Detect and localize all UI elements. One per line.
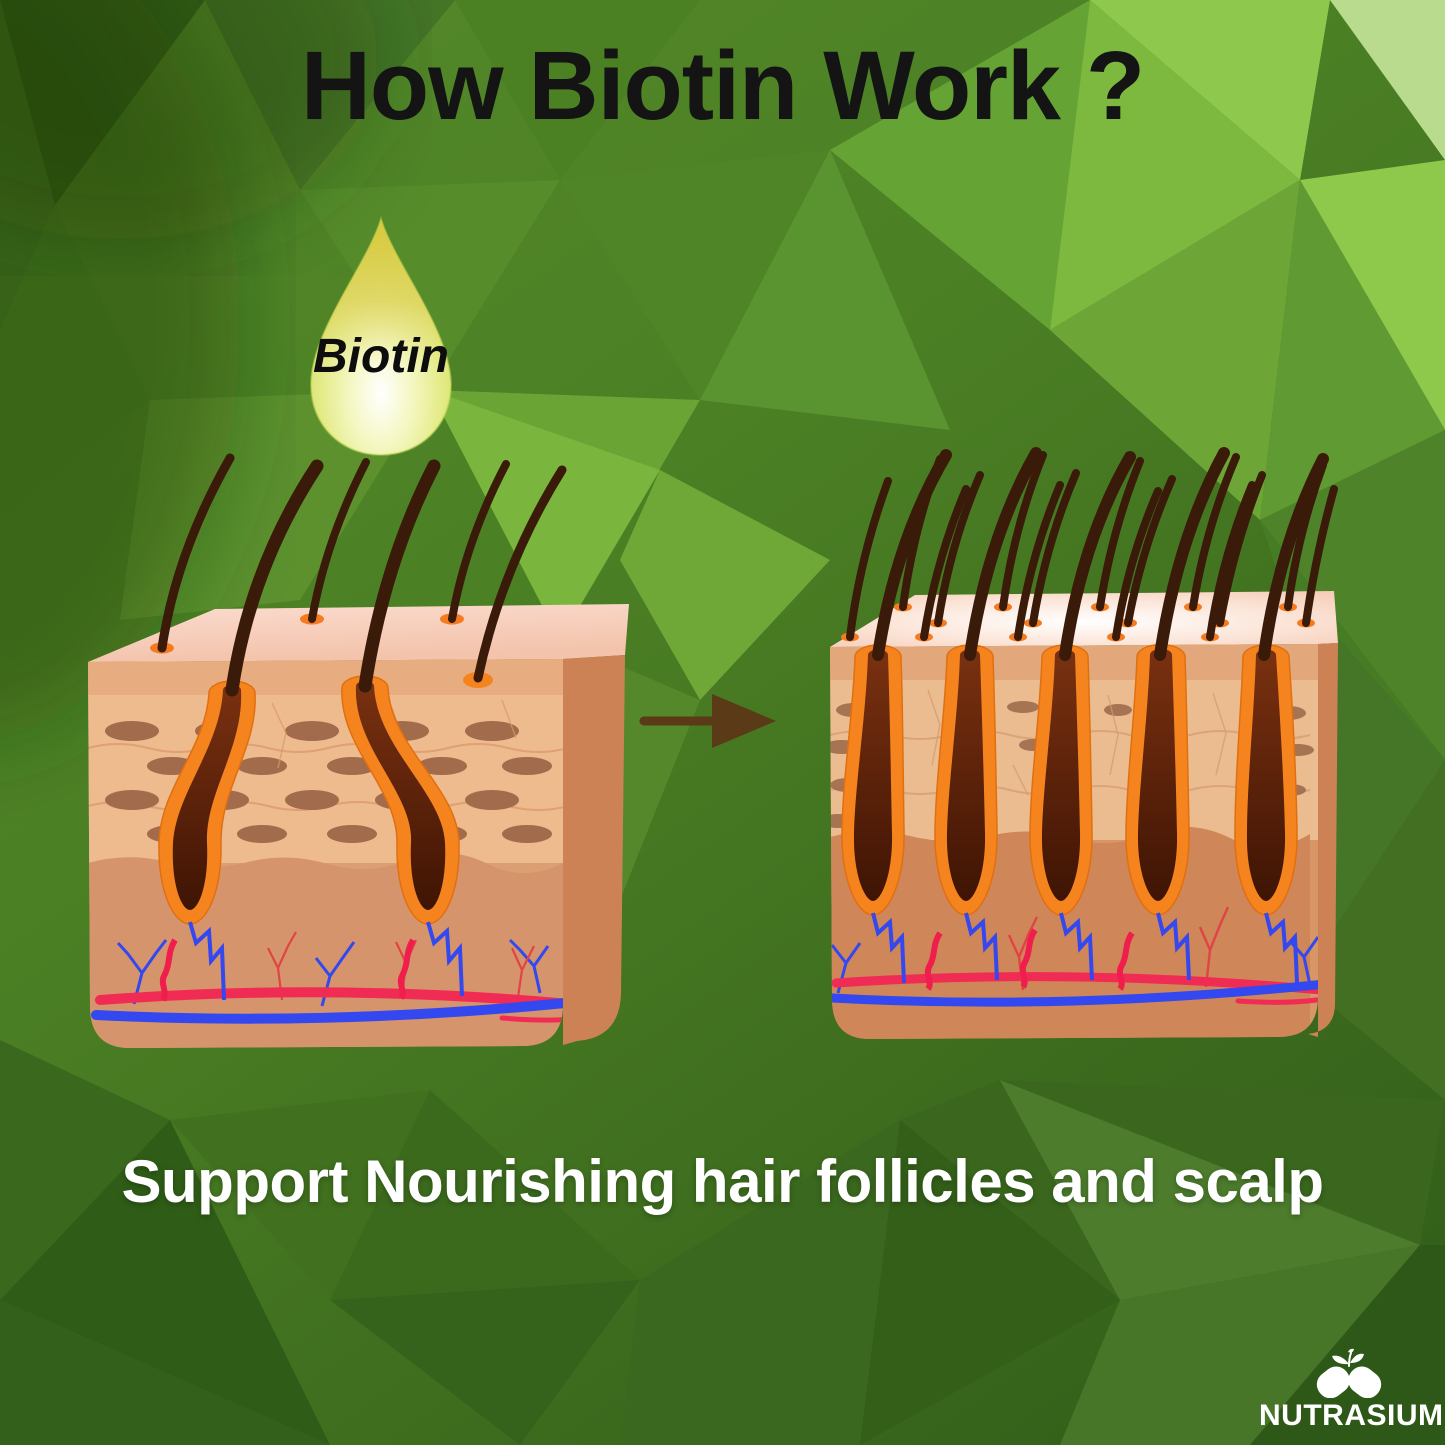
- blue-capillaries: [830, 936, 1318, 994]
- biotin-droplet-label: Biotin: [313, 330, 449, 383]
- page-title: How Biotin Work ?: [300, 31, 1145, 140]
- brand-logo: NUTRASIUM: [1259, 1348, 1444, 1433]
- skin-before-illustration: [88, 453, 629, 1048]
- caption: Support Nourishing hair follicles and sc…: [121, 1148, 1325, 1215]
- brand-name: NUTRASIUM: [1259, 1399, 1444, 1432]
- hair-follicles: [841, 643, 1299, 991]
- biotin-droplet: Biotin: [297, 213, 465, 461]
- skin-after-illustration: [830, 447, 1338, 1039]
- transform-arrow-icon: [639, 694, 776, 748]
- hair-follicle: [158, 680, 256, 1002]
- hairs: [841, 447, 1338, 661]
- vein: [91, 995, 563, 1024]
- hair-follicle: [341, 675, 464, 1000]
- vein: [830, 978, 1318, 1007]
- hairs: [150, 453, 567, 697]
- capsule-leaf-icon: [1316, 1348, 1382, 1398]
- droplet-icon: [309, 215, 453, 457]
